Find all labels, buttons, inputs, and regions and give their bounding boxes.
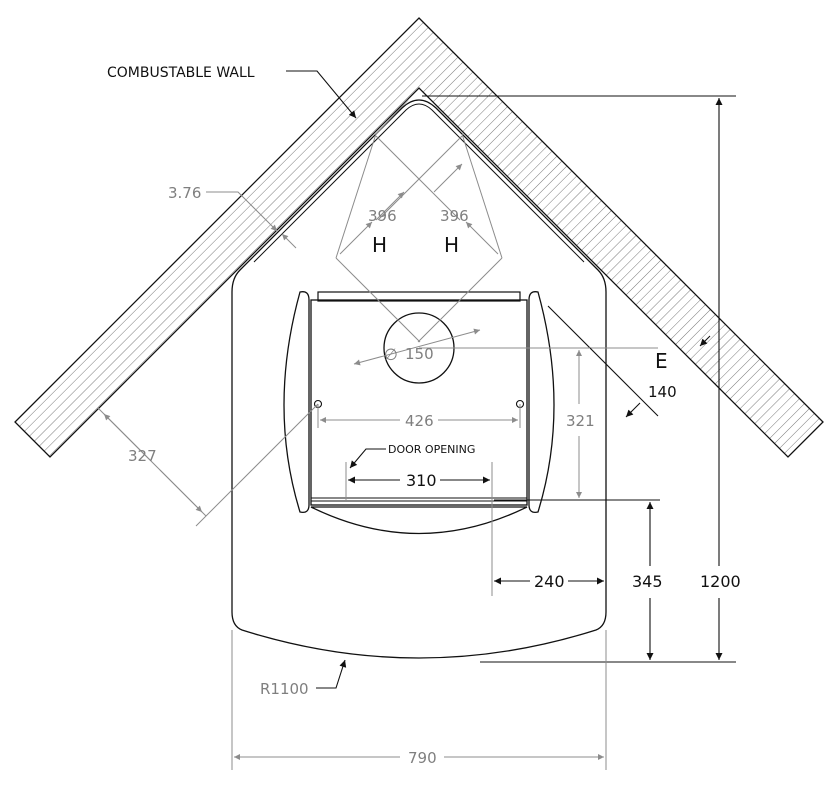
e-dim: 140 [648, 383, 677, 401]
h-right-dim: 396 [440, 207, 469, 225]
right-side-panel [528, 291, 555, 513]
flue-diameter-dim: 150 [405, 345, 434, 363]
door-opening-label: DOOR OPENING [388, 443, 475, 456]
combustable-wall [14, 17, 824, 458]
front-radius-dim: R1100 [260, 680, 309, 698]
combustable-wall-leader [286, 70, 357, 119]
combustable-wall-label: COMBUSTABLE WALL [107, 65, 255, 81]
h-right-label: H [444, 233, 459, 257]
e-label: E [655, 349, 668, 373]
front-offset-dim: 240 [534, 572, 565, 591]
hole-spacing-dim: 426 [405, 412, 434, 430]
stove-body [310, 299, 528, 506]
overall-width-dim: 790 [408, 749, 437, 767]
front-lip [310, 506, 528, 535]
hearth-plate-outline [231, 99, 607, 659]
flue-diameter-symbol: ∅ [384, 345, 398, 364]
door-opening-dim: 310 [406, 471, 437, 490]
depth-dim: 321 [566, 412, 595, 430]
front-depth-dim: 345 [632, 572, 663, 591]
h-left-label: H [372, 233, 387, 257]
hearth-inner-line [253, 103, 585, 263]
side-to-wall-dim: 327 [128, 447, 157, 465]
left-side-panel [283, 291, 310, 513]
stove-top-flange [317, 291, 521, 302]
overall-depth-dim: 1200 [700, 572, 741, 591]
wall-gap-dim: 3.76 [168, 184, 201, 202]
